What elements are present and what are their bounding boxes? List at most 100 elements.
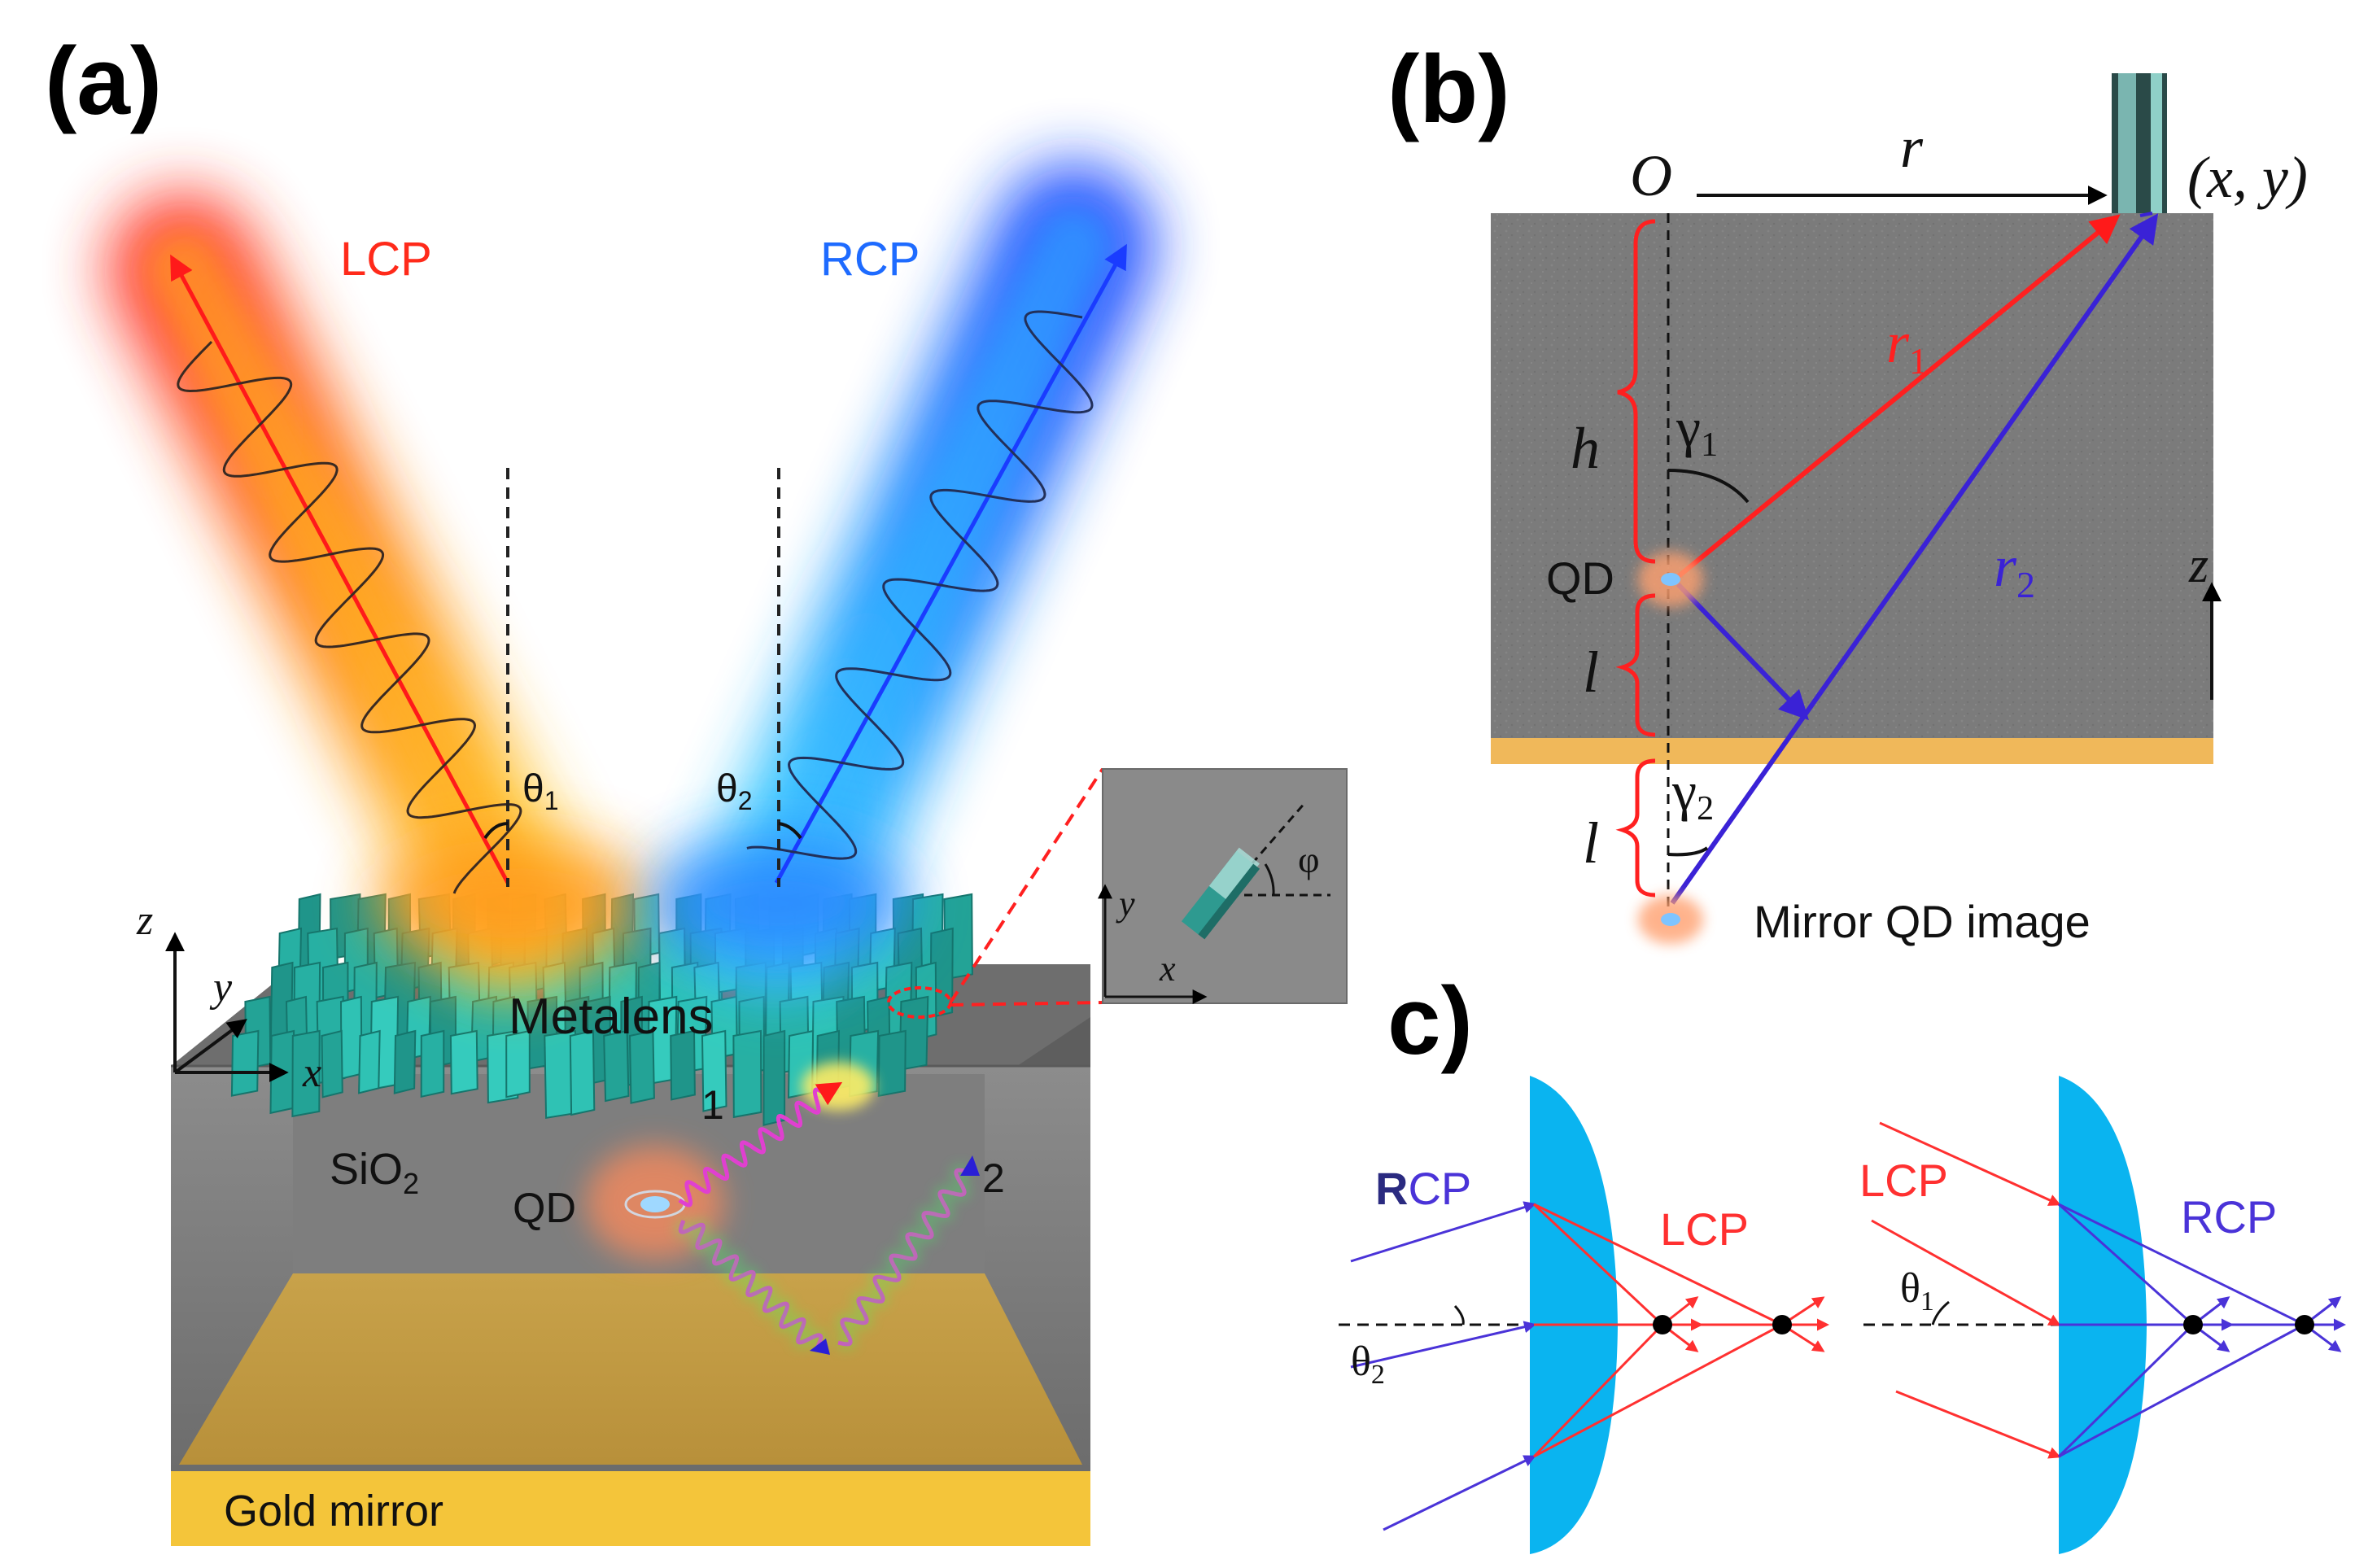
mirror-qd-point [1661, 913, 1680, 926]
r2-label: r2 [1994, 534, 2035, 605]
focus-right-outer [2295, 1315, 2314, 1334]
ray [2057, 1203, 2195, 1326]
focus-left-inner [1653, 1315, 1672, 1334]
gamma1-label: γ1 [1676, 396, 1718, 464]
ray [1350, 1321, 1536, 1369]
focus-left-outer [1772, 1315, 1792, 1334]
l-top-label: l [1583, 640, 1599, 705]
inset-phi: φ [1298, 839, 1320, 880]
ray [2058, 1203, 2305, 1326]
gamma2-arc [1667, 846, 1709, 857]
right-in-label: LCP [1859, 1155, 1948, 1206]
metalens-pillar [291, 1029, 321, 1118]
metalens-pillar [670, 1029, 696, 1101]
axis-z-label: z [136, 898, 153, 944]
gold-layer [1491, 738, 2213, 764]
ray [1895, 1390, 2061, 1459]
axis-y-label: y [209, 964, 233, 1011]
ray [1533, 1323, 1783, 1458]
metalens-pillar [732, 1029, 762, 1119]
mirror-qd-label: Mirror QD image [1754, 896, 2091, 947]
qd-label-b: QD [1546, 553, 1614, 604]
ray [1350, 1201, 1536, 1263]
qd-point-b [1661, 573, 1680, 586]
metalens-pillar [877, 1029, 907, 1098]
gamma2-label: γ2 [1671, 760, 1714, 828]
inset-y: y [1116, 884, 1135, 924]
r2-arrow [1670, 213, 2159, 905]
rcp-arrow [774, 243, 1127, 884]
metalens-pillar [628, 1029, 655, 1104]
left-out-label: LCP [1660, 1203, 1749, 1255]
rcp-beam [647, 163, 1156, 993]
panel-a: (a) [45, 28, 1348, 1546]
path1-label: 1 [701, 1082, 724, 1128]
sio2-label: SiO2 [330, 1145, 419, 1200]
metalens-pillar [420, 1029, 445, 1098]
lcp-beam [106, 191, 651, 989]
r1-label: r1 [1886, 310, 1928, 382]
gamma1-arc [1667, 469, 1750, 504]
ray [2058, 1323, 2305, 1458]
z-label-b: z [2188, 538, 2209, 593]
ray [1871, 1219, 2061, 1326]
panel-b: (b) O r (x, y) r1 r2 h γ1 [1387, 36, 2308, 947]
gold-mirror-strip [171, 1471, 1090, 1546]
r2-incident [1676, 582, 1809, 721]
metalens-pillar [701, 1029, 727, 1112]
emission-path-1 [678, 1087, 828, 1208]
r-label: r [1900, 115, 1924, 180]
metalens-pillar [603, 1029, 630, 1103]
ray [2057, 1323, 2195, 1458]
panel-c-label: c) [1387, 967, 1473, 1075]
panel-c: c) RCP LCP θ2 LCP RCP θ1 [1339, 967, 2346, 1554]
ray [1383, 1455, 1536, 1531]
theta2-c-label: θ2 [1351, 1339, 1385, 1390]
metalens-pillar [358, 1029, 381, 1094]
lens-right [2059, 1076, 2147, 1554]
lcp-helix [177, 340, 522, 894]
brace-l-bottom [1615, 758, 1656, 898]
ray [1533, 1203, 1783, 1326]
axes-a: z y x [136, 898, 321, 1096]
metalens-pillar [762, 1029, 786, 1126]
metalens-pillar [505, 1029, 531, 1098]
zoom-line-top [949, 767, 1104, 1004]
coord-label: (x, y) [2187, 145, 2308, 210]
focus-right-inner [2183, 1315, 2203, 1334]
metalens-pillar [321, 1029, 343, 1098]
axis-x-label: x [302, 1050, 321, 1096]
lcp-arrow [170, 254, 510, 884]
theta2-arc [778, 822, 802, 840]
inset-unit-cell: φ y x [1098, 768, 1348, 1004]
panel-b-label: (b) [1387, 36, 1510, 143]
brace-h [1617, 219, 1656, 564]
ray [1879, 1121, 2061, 1206]
zoom-line-bottom [950, 1001, 1103, 1007]
origin-label: O [1630, 143, 1672, 208]
panel-a-label: (a) [45, 28, 162, 135]
lens-system-left: RCP LCP θ2 [1339, 1076, 1829, 1554]
metalens-pillar [339, 995, 363, 1080]
h-label: h [1571, 416, 1600, 481]
metalens-pillar [569, 1029, 596, 1116]
metalens-pillar [393, 1029, 417, 1094]
gold-floor [179, 1273, 1082, 1465]
qd-core [640, 1196, 670, 1212]
ray [1532, 1323, 1664, 1458]
lcp-label: LCP [340, 233, 432, 286]
inset-x: x [1159, 949, 1176, 989]
theta1-c-label: θ1 [1900, 1265, 1934, 1317]
qd-label-a: QD [513, 1185, 576, 1232]
metalens-pillar [230, 1029, 260, 1097]
rcp-label: RCP [820, 233, 920, 286]
metalens-pillar [449, 1029, 478, 1095]
theta1-label: θ1 [522, 767, 559, 815]
ray [1532, 1203, 1664, 1326]
path2-label: 2 [982, 1155, 1005, 1201]
r1-arrow [1673, 214, 2121, 582]
brace-l-top [1615, 593, 1656, 737]
gold-mirror-label: Gold mirror [224, 1487, 443, 1535]
lens-left [1530, 1076, 1618, 1554]
